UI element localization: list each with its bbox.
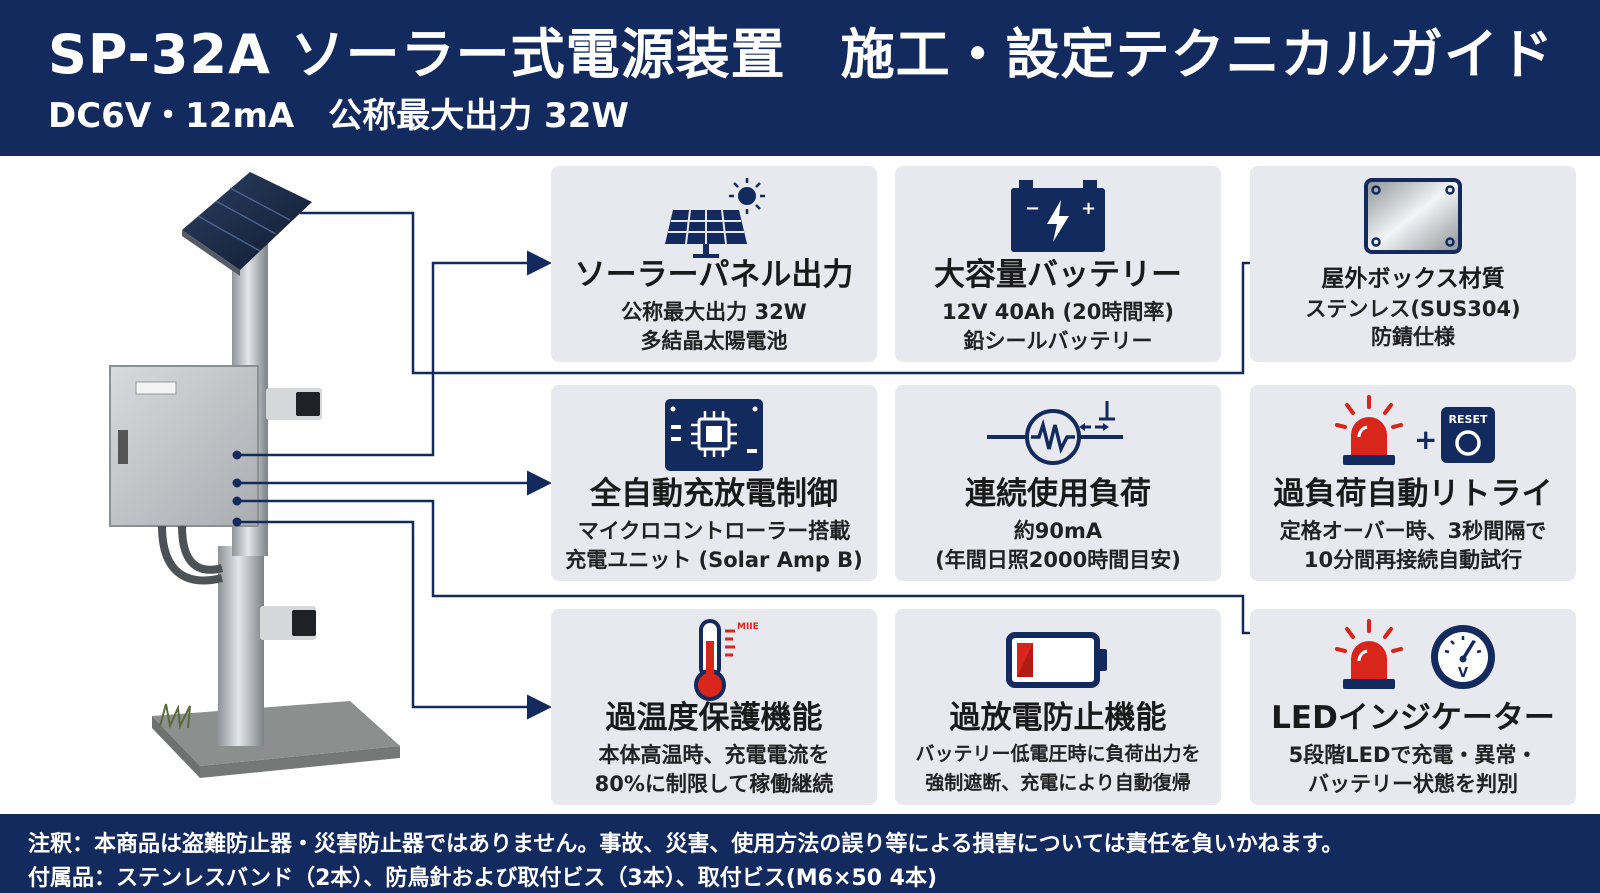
feature-title: LEDインジケーター — [1271, 700, 1555, 736]
load-resistor-icon — [895, 393, 1221, 481]
page-title: SP-32A ソーラー式電源装置 施工・設定テクニカルガイド — [48, 23, 1555, 86]
feature-detail-1: 定格オーバー時、3秒間隔で — [1279, 519, 1547, 543]
feature-title: 過負荷自動リトライ — [1273, 476, 1553, 512]
feature-detail-1: 約90mA — [1013, 519, 1103, 543]
feature-detail-2: 防錆仕様 — [1371, 325, 1455, 349]
feature-detail-1: 5段階LEDで充電・異常・ — [1288, 743, 1538, 767]
svg-text:+: + — [1414, 423, 1437, 456]
thermometer-icon: MIIE — [551, 617, 877, 705]
feature-detail-2: 多結晶太陽電池 — [640, 329, 788, 353]
stainless-plate-icon — [1250, 174, 1576, 262]
feature-title: 全自動充放電制御 — [590, 476, 838, 512]
feature-detail-2: (年間日照2000時間目安) — [935, 548, 1181, 572]
feature-card-charge-control: 全自動充放電制御 マイクロコントローラー搭載 充電ユニット (Solar Amp… — [551, 385, 877, 581]
feature-card-box-material: 屋外ボックス材質 ステンレス(SUS304) 防錆仕様 — [1250, 166, 1576, 362]
thermometer-scale-label: MIIE — [737, 622, 759, 632]
feature-title: 大容量バッテリー — [934, 257, 1182, 293]
header-bar: SP-32A ソーラー式電源装置 施工・設定テクニカルガイド DC6V・12mA… — [0, 0, 1600, 156]
feature-detail-1: 本体高温時、充電電流を — [598, 743, 830, 767]
feature-detail-1: ステンレス(SUS304) — [1305, 297, 1521, 321]
feature-detail-2: 強制遮断、充電により自動復帰 — [925, 772, 1191, 794]
feature-card-continuous-load: 連続使用負荷 約90mA (年間日照2000時間目安) — [895, 385, 1221, 581]
footer-bar: 注釈：本商品は盗難防止器・災害防止器ではありません。事故、災害、使用方法の誤り等… — [0, 814, 1600, 893]
accessories-list: 付属品：ステンレスバンド（2本）、防鳥針および取付ビス（3本）、取付ビス(M6×… — [28, 866, 938, 891]
feature-title: 過放電防止機能 — [949, 700, 1167, 736]
alarm-voltmeter-icon: V — [1250, 617, 1576, 705]
feature-detail-2: バッテリー状態を判別 — [1308, 772, 1518, 796]
svg-text:−: − — [1025, 198, 1040, 219]
feature-detail-2: 10分間再接続自動試行 — [1303, 548, 1523, 572]
feature-detail-2: 鉛シールバッテリー — [963, 329, 1153, 353]
feature-card-battery: − + 大容量バッテリー 12V 40Ah (20時間率) 鉛シールバッテリー — [895, 166, 1221, 362]
feature-card-over-discharge: 過放電防止機能 バッテリー低電圧時に負荷出力を 強制遮断、充電により自動復帰 — [895, 609, 1221, 805]
voltmeter-unit-label: V — [1458, 666, 1468, 681]
feature-card-over-temperature: MIIE 過温度保護機能 本体高温時、充電電流を 80%に制限して稼働継続 — [551, 609, 877, 805]
feature-card-solar-panel: ソーラーパネル出力 公称最大出力 32W 多結晶太陽電池 — [551, 166, 877, 362]
low-battery-icon — [895, 617, 1221, 705]
feature-title: 屋外ボックス材質 — [1321, 266, 1505, 292]
reset-label: RESET — [1449, 413, 1488, 426]
battery-icon: − + — [895, 174, 1221, 262]
microcontroller-board-icon — [551, 393, 877, 481]
solar-panel-icon — [551, 174, 877, 262]
alarm-reset-icon: + RESET — [1250, 393, 1576, 481]
product-illustration — [109, 172, 400, 778]
feature-detail-1: 12V 40Ah (20時間率) — [942, 300, 1174, 324]
disclaimer-note: 注釈：本商品は盗難防止器・災害防止器ではありません。事故、災害、使用方法の誤り等… — [28, 832, 1344, 857]
feature-detail-2: 80%に制限して稼働継続 — [594, 772, 834, 796]
feature-title: ソーラーパネル出力 — [574, 257, 854, 293]
feature-detail-2: 充電ユニット (Solar Amp B) — [565, 548, 863, 572]
feature-detail-1: 公称最大出力 32W — [621, 300, 807, 324]
feature-detail-1: バッテリー低電圧時に負荷出力を — [915, 743, 1201, 765]
feature-card-led-indicator: V LEDインジケーター 5段階LEDで充電・異常・ バッテリー状態を判別 — [1250, 609, 1576, 805]
page-subtitle: DC6V・12mA 公称最大出力 32W — [48, 96, 629, 136]
feature-card-overload-retry: + RESET 過負荷自動リトライ 定格オーバー時、3秒間隔で 10分間再接続自… — [1250, 385, 1576, 581]
feature-title: 連続使用負荷 — [965, 476, 1151, 512]
svg-text:+: + — [1081, 198, 1096, 219]
feature-detail-1: マイクロコントローラー搭載 — [577, 519, 851, 543]
feature-title: 過温度保護機能 — [605, 700, 823, 736]
